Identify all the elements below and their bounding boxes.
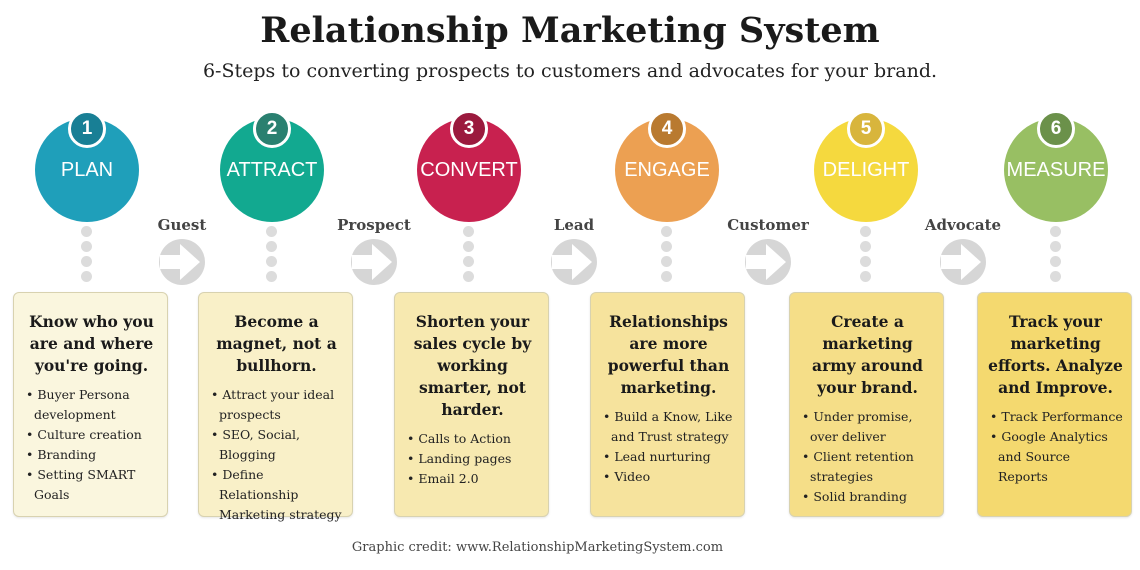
arrow-right-icon: [351, 239, 397, 285]
step-number: 5: [860, 118, 872, 139]
bullet-item: Email 2.0: [405, 469, 540, 489]
bullet-item: Solid branding: [800, 487, 935, 507]
bullet-item: Landing pages: [405, 449, 540, 469]
transition-label: Prospect: [337, 216, 411, 234]
step-name: MEASURE: [1006, 158, 1106, 181]
transition-label: Advocate: [924, 216, 1002, 234]
step-heading: Shorten your sales cycle by working smar…: [413, 312, 532, 419]
bullet-item: Lead nurturing: [601, 447, 736, 467]
step-number-badge: 3: [450, 110, 488, 148]
transition-label: Lead: [553, 216, 595, 234]
step-card: Create a marketing army around your bran…: [789, 292, 944, 517]
step-heading: Relationships are more powerful than mar…: [607, 312, 730, 397]
step-card: Become a magnet, not a bullhorn. Attract…: [198, 292, 353, 522]
bullet-item: Setting SMART Goals: [24, 465, 159, 505]
arrow-right-icon: [551, 239, 597, 285]
step-bullets: Track PerformanceGoogle Analytics and So…: [988, 407, 1123, 487]
connector-dots: [266, 226, 278, 286]
step-card: Shorten your sales cycle by working smar…: [394, 292, 549, 517]
transition-label: Guest: [157, 216, 207, 234]
step-number: 4: [661, 118, 673, 139]
bullet-item: Under promise, over deliver: [800, 407, 935, 447]
bullet-item: Track Performance: [988, 407, 1123, 427]
step-number-badge: 4: [648, 110, 686, 148]
step-bullets: Build a Know, Like and Trust strategyLea…: [601, 407, 736, 487]
step-bullets: Buyer Persona developmentCulture creatio…: [24, 385, 159, 505]
arrow-right-icon: [159, 239, 205, 285]
connector-dots: [1050, 226, 1062, 286]
arrow-right-icon: [745, 239, 791, 285]
step-bullets: Calls to ActionLanding pagesEmail 2.0: [405, 429, 540, 489]
step-number: 3: [463, 118, 475, 139]
bullet-item: Define Relationship Marketing strategy: [209, 465, 344, 525]
step-number: 6: [1050, 118, 1062, 139]
step-card: Track your marketing efforts. Analyze an…: [977, 292, 1132, 517]
step-number: 1: [81, 118, 93, 139]
connector-dots: [463, 226, 475, 286]
step-bullets: Under promise, over deliverClient retent…: [800, 407, 935, 507]
step-bullets: Attract your ideal prospectsSEO, Social,…: [209, 385, 344, 525]
step-heading: Become a magnet, not a bullhorn.: [216, 312, 337, 375]
step-circle: CONVERT: [417, 118, 521, 222]
bullet-item: Video: [601, 467, 736, 487]
step-number-badge: 2: [253, 110, 291, 148]
connector-dots: [661, 226, 673, 286]
bullet-item: Buyer Persona development: [24, 385, 159, 425]
step-card: Relationships are more powerful than mar…: [590, 292, 745, 517]
step-name: CONVERT: [420, 158, 518, 181]
connector-dots: [81, 226, 93, 286]
step-heading: Track your marketing efforts. Analyze an…: [988, 312, 1123, 397]
connector-dots: [860, 226, 872, 286]
step-card: Know who you are and where you're going.…: [13, 292, 168, 517]
bullet-item: Client retention strategies: [800, 447, 935, 487]
step-name: DELIGHT: [822, 158, 910, 181]
page-title: Relationship Marketing System: [260, 10, 880, 51]
transition-label: Customer: [727, 216, 809, 234]
step-heading: Create a marketing army around your bran…: [812, 312, 923, 397]
bullet-item: Build a Know, Like and Trust strategy: [601, 407, 736, 447]
bullet-item: Google Analytics and Source Reports: [988, 427, 1123, 487]
bullet-item: SEO, Social, Blogging: [209, 425, 344, 465]
step-number-badge: 5: [847, 110, 885, 148]
step-number-badge: 6: [1037, 110, 1075, 148]
step-name: PLAN: [60, 158, 114, 181]
arrow-right-icon: [940, 239, 986, 285]
step-name: ATTRACT: [226, 158, 318, 181]
bullet-item: Attract your ideal prospects: [209, 385, 344, 425]
step-number-badge: 1: [68, 110, 106, 148]
page-subtitle: 6-Steps to converting prospects to custo…: [202, 60, 938, 82]
bullet-item: Culture creation: [24, 425, 159, 445]
step-heading: Know who you are and where you're going.: [29, 312, 154, 375]
bullet-item: Calls to Action: [405, 429, 540, 449]
step-number: 2: [266, 118, 278, 139]
step-name: ENGAGE: [624, 158, 710, 181]
graphic-credit: Graphic credit: www.RelationshipMarketin…: [351, 540, 724, 555]
bullet-item: Branding: [24, 445, 159, 465]
